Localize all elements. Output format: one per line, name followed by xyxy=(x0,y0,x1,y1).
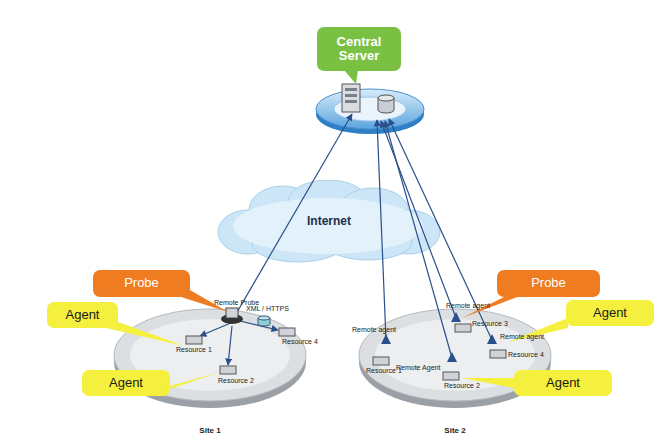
site-label: Site 1 xyxy=(199,427,220,436)
site-label: Site 2 xyxy=(444,427,465,436)
probe-callout: Probe xyxy=(93,270,190,297)
equipment-label: Resource 2 xyxy=(218,377,254,384)
callout-text: Central Server xyxy=(323,35,395,64)
database-icon xyxy=(378,95,394,113)
cloud-label: Internet xyxy=(307,215,351,228)
network-links xyxy=(200,114,492,365)
equipment-label: Resource 4 xyxy=(508,351,544,358)
equipment-label: Remote agent xyxy=(500,333,544,340)
callout-tails xyxy=(106,70,568,393)
server-callout: Central Server xyxy=(317,27,401,71)
callout-text: Probe xyxy=(531,276,566,290)
callout-text: Agent xyxy=(546,376,580,390)
equipment-label: Remote agent xyxy=(446,302,490,309)
equipment-label: Remote agent xyxy=(352,326,396,333)
agent-callout: Agent xyxy=(47,302,118,328)
agent-callout: Agent xyxy=(514,370,612,396)
callout-text: Agent xyxy=(593,306,627,320)
equipment-label: Remote Probe xyxy=(214,299,259,306)
agent-callout: Agent xyxy=(82,370,170,396)
equipment-label: Resource 4 xyxy=(282,338,318,345)
equipment-label: Resource 3 xyxy=(472,320,508,327)
server-icon xyxy=(342,84,360,112)
equipment-label: Resource 1 xyxy=(176,346,212,353)
equipment-label: Remote Agent xyxy=(396,364,440,371)
callout-text: Agent xyxy=(66,308,100,322)
equipment-label: Resource 2 xyxy=(444,382,480,389)
agent-callout: Agent xyxy=(566,300,654,326)
server-platform xyxy=(316,89,424,134)
site-1-equipment xyxy=(186,308,295,374)
callout-text: Agent xyxy=(109,376,143,390)
probe-callout: Probe xyxy=(497,270,600,297)
callout-text: Probe xyxy=(124,276,159,290)
equipment-label: XML / HTTPS xyxy=(246,305,289,312)
